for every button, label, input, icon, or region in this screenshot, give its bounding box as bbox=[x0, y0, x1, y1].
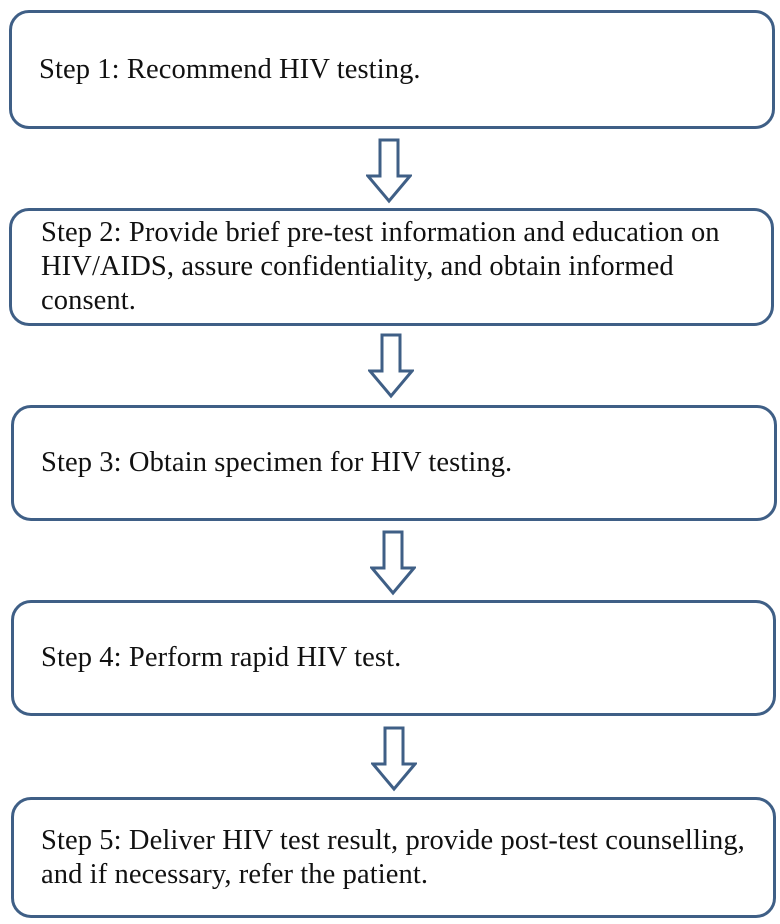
step-4-text: Step 4: Perform rapid HIV test. bbox=[41, 642, 402, 673]
step-5-box: Step 5: Deliver HIV test result, provide… bbox=[11, 797, 776, 918]
down-arrow-icon bbox=[371, 726, 417, 792]
step-5-text: Step 5: Deliver HIV test result, provide… bbox=[41, 824, 745, 890]
down-arrow-icon bbox=[370, 530, 416, 596]
step-1-box: Step 1: Recommend HIV testing. bbox=[9, 10, 775, 129]
step-1-text: Step 1: Recommend HIV testing. bbox=[39, 53, 421, 85]
down-arrow-icon bbox=[366, 138, 412, 204]
step-4-box: Step 4: Perform rapid HIV test. bbox=[11, 600, 776, 716]
step-3-box: Step 3: Obtain specimen for HIV testing. bbox=[11, 405, 777, 521]
down-arrow-icon bbox=[368, 333, 414, 399]
step-2-box: Step 2: Provide brief pre-test informati… bbox=[9, 208, 774, 326]
step-3-text: Step 3: Obtain specimen for HIV testing. bbox=[41, 447, 513, 478]
step-2-text: Step 2: Provide brief pre-test informati… bbox=[41, 217, 720, 316]
